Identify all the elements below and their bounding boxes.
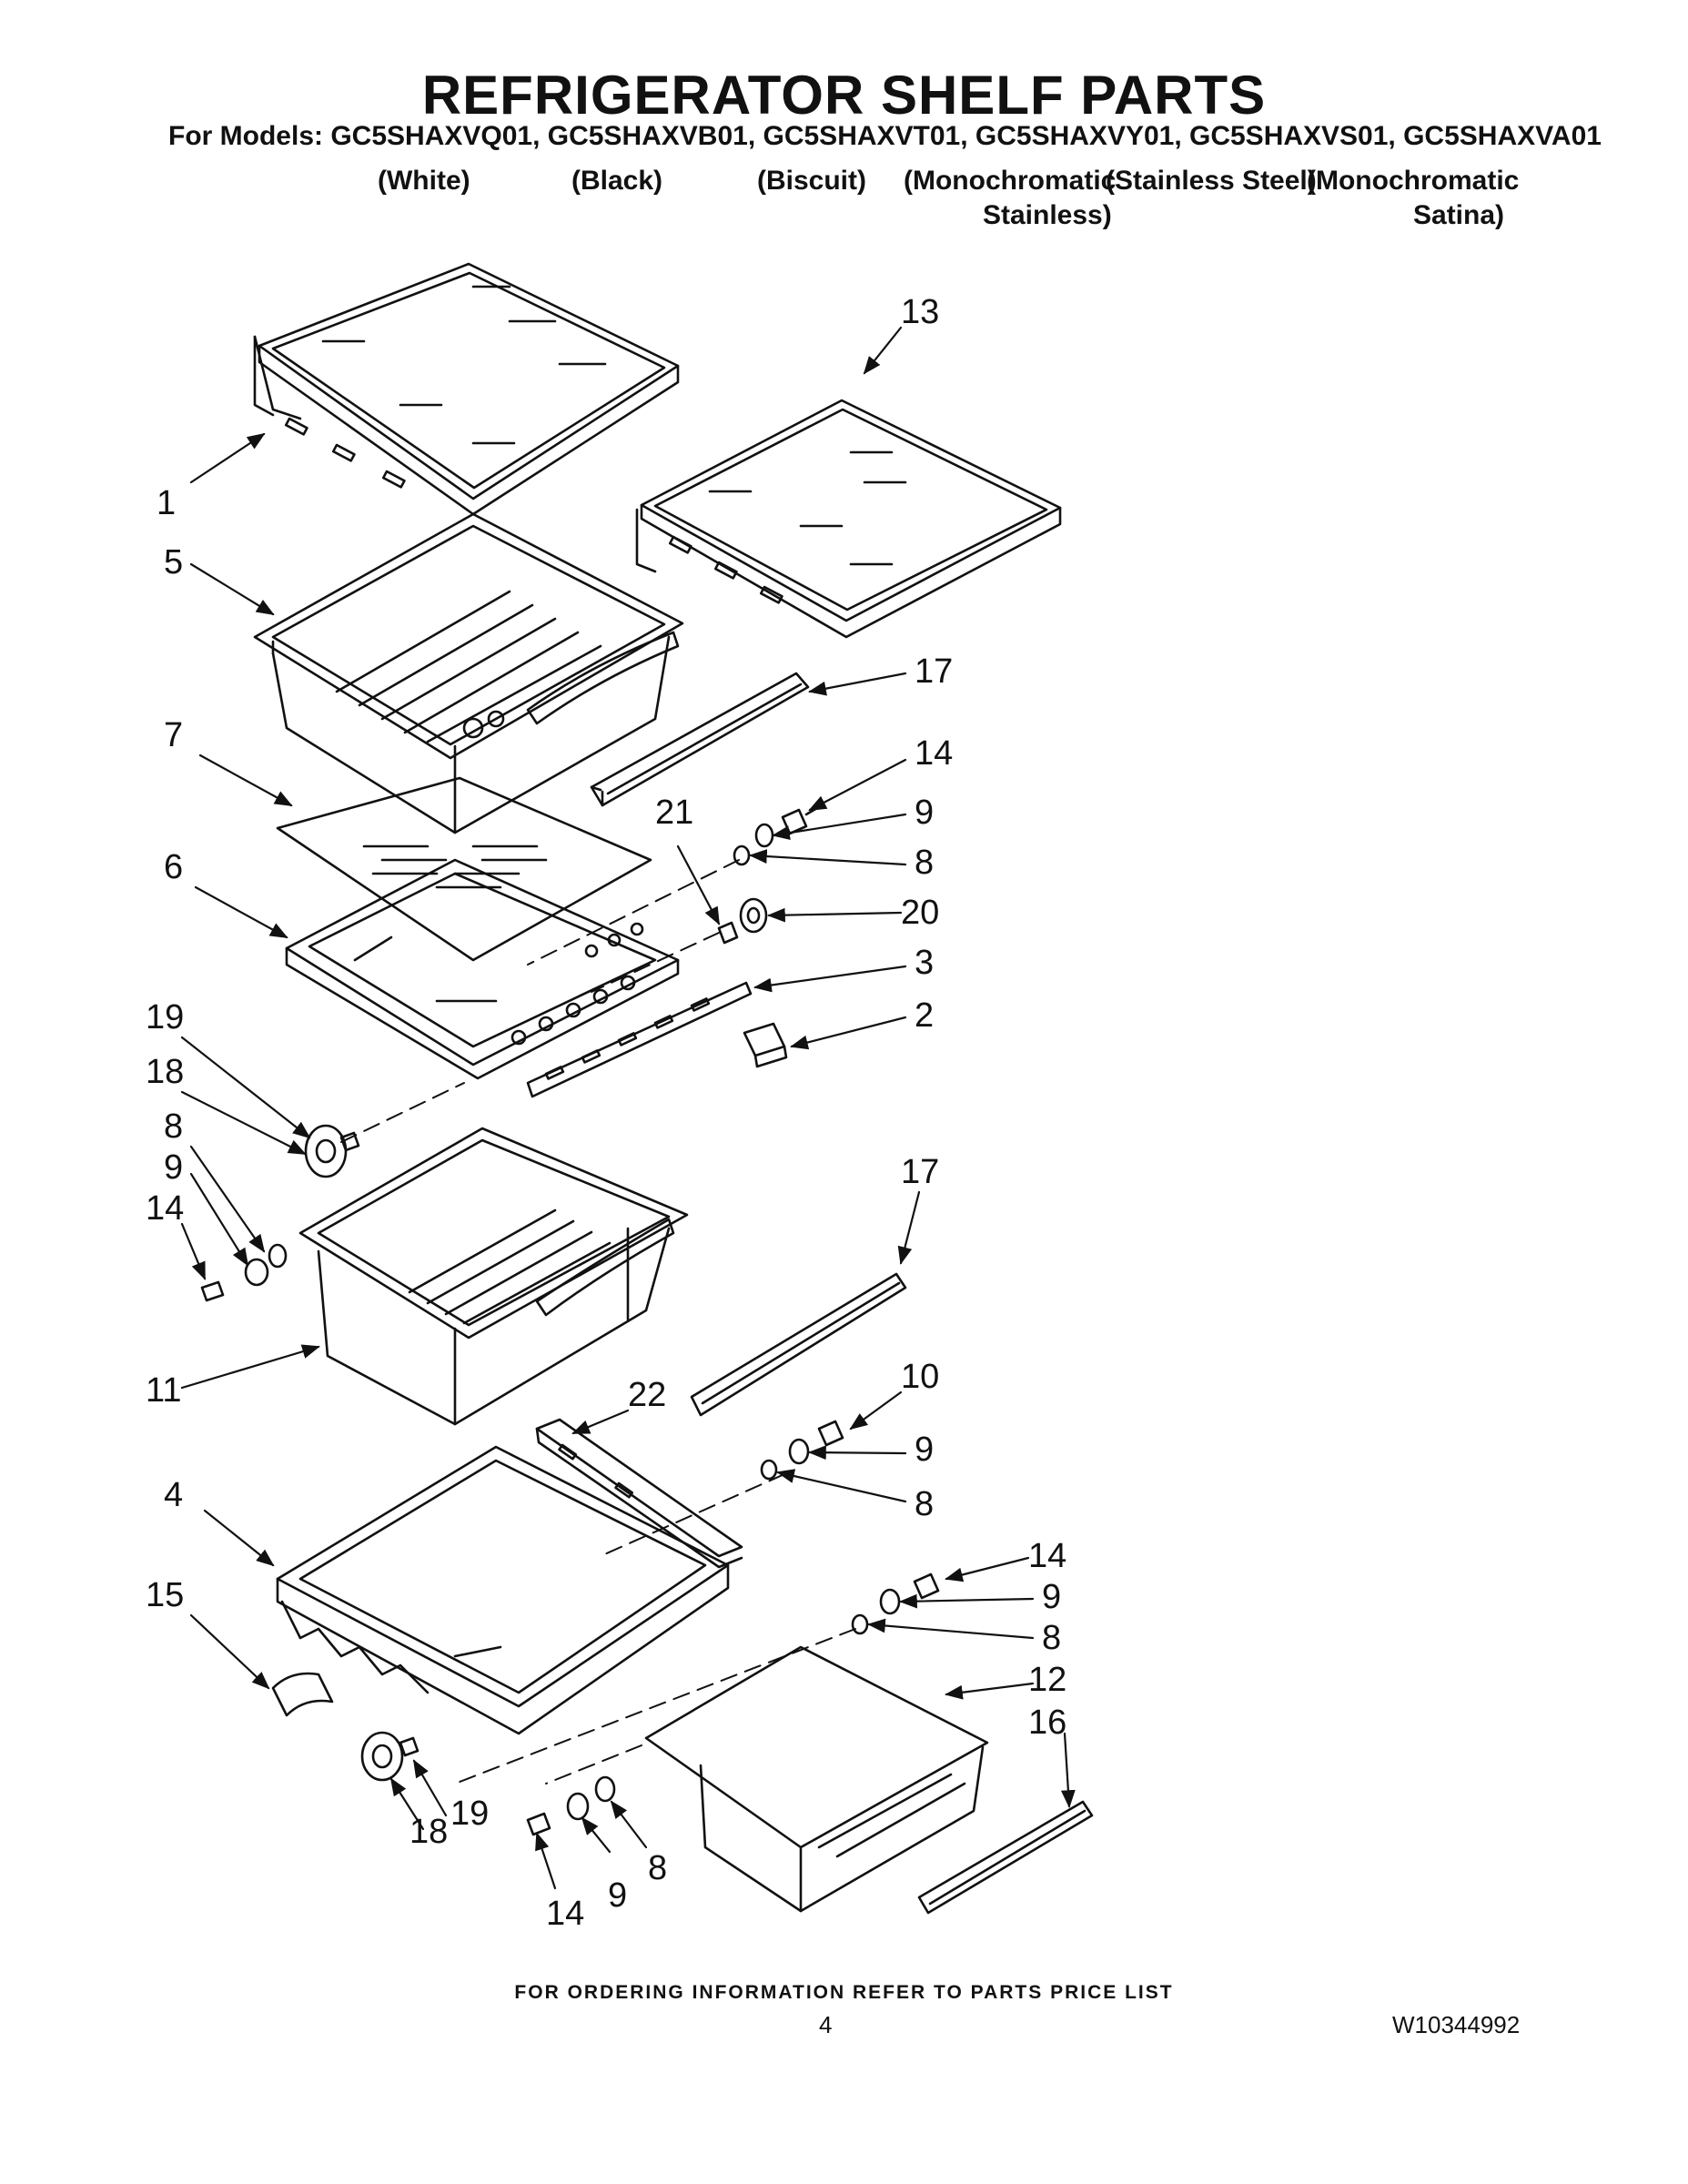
- callout-4: 4: [164, 1476, 183, 1514]
- callout-9-mid: 9: [915, 1431, 934, 1469]
- callout-9-left: 9: [164, 1148, 183, 1187]
- hardware-upper: [200, 806, 819, 1302]
- variant-satina: Satina): [1413, 200, 1505, 230]
- callout-2: 2: [915, 996, 934, 1035]
- variant-monochromatic-2: (Monochromatic: [1307, 166, 1520, 196]
- callout-10: 10: [901, 1358, 939, 1396]
- hardware-mid: [760, 1420, 844, 1481]
- variant-stainless: Stainless): [983, 200, 1112, 230]
- crisper-drawer-12: [644, 1645, 989, 1913]
- callout-18-upper: 18: [146, 1053, 184, 1091]
- crisper-drawer-5: [253, 512, 684, 834]
- ordering-info: FOR ORDERING INFORMATION REFER TO PARTS …: [514, 1982, 1174, 2003]
- page-number: 4: [819, 2011, 833, 2038]
- variant-stainless-steel: (Stainless Steel): [1106, 166, 1317, 196]
- callout-9-right: 9: [1042, 1578, 1061, 1616]
- crisper-drawer-11: [298, 1127, 689, 1426]
- variant-white: (White): [378, 166, 470, 196]
- page-title: REFRIGERATOR SHELF PARTS: [421, 65, 1267, 126]
- hardware-lower-left: [360, 1731, 616, 1836]
- callout-8-right: 8: [1042, 1619, 1061, 1657]
- callout-17-upper: 17: [915, 652, 953, 691]
- bracket-22: [535, 1418, 743, 1569]
- callout-8-lower: 8: [648, 1849, 667, 1887]
- variant-black: (Black): [571, 166, 663, 196]
- clip-15: [271, 1672, 334, 1717]
- callout-6: 6: [164, 848, 183, 886]
- callout-15: 15: [146, 1576, 184, 1614]
- callout-8-left: 8: [164, 1107, 183, 1146]
- drawer-trim-17-lower: [690, 1272, 907, 1417]
- variant-monochromatic: (Monochromatic: [904, 166, 1117, 196]
- callout-22: 22: [628, 1376, 666, 1414]
- alignment-lines: [340, 859, 856, 1785]
- crisper-cover-frame-6: [285, 858, 680, 1080]
- glass-shelf-1: [253, 262, 680, 516]
- models-line: For Models: GC5SHAXVQ01, GC5SHAXVB01, GC…: [168, 121, 1602, 151]
- callout-14-lower: 14: [546, 1895, 584, 1933]
- document-number: W10344992: [1392, 2011, 1521, 2038]
- callout-8-mid: 8: [915, 1485, 934, 1523]
- callout-9-upper: 9: [915, 794, 934, 832]
- drawer-trim-17-upper: [590, 672, 810, 807]
- callout-labels: 1 13 5 17 14 9 7 21 8 6 20 3 19 2 18 8 9…: [146, 293, 1066, 1933]
- clip-2: [743, 1022, 788, 1068]
- callout-19-upper: 19: [146, 998, 184, 1036]
- callout-20: 20: [901, 894, 939, 932]
- callout-18-lower: 18: [409, 1813, 448, 1851]
- callout-14-upper: 14: [915, 734, 953, 773]
- callout-5: 5: [164, 543, 183, 581]
- glass-shelf-13: [635, 399, 1062, 639]
- callout-17-lower: 17: [901, 1153, 939, 1191]
- leader-arrows: [180, 326, 1076, 1890]
- callout-3: 3: [915, 944, 934, 982]
- callout-14-right: 14: [1028, 1537, 1066, 1575]
- callout-7: 7: [164, 716, 183, 754]
- hardware-lower-right: [851, 1572, 940, 1635]
- callout-11: 11: [146, 1371, 181, 1410]
- drawer-trim-16: [917, 1800, 1094, 1915]
- callout-1: 1: [157, 484, 176, 522]
- callout-21: 21: [655, 794, 693, 832]
- callout-9-lower: 9: [608, 1876, 627, 1915]
- slide-rail-3: [526, 981, 753, 1098]
- crisper-cover-frame-4: [276, 1445, 730, 1735]
- callout-19-lower: 19: [450, 1795, 489, 1833]
- variant-biscuit: (Biscuit): [757, 166, 866, 196]
- callout-12: 12: [1028, 1661, 1066, 1699]
- callout-13: 13: [901, 293, 939, 331]
- callout-14-left: 14: [146, 1189, 184, 1228]
- callout-16: 16: [1028, 1704, 1066, 1742]
- crisper-cover-glass-7: [276, 776, 652, 962]
- callout-8-upper: 8: [915, 844, 934, 882]
